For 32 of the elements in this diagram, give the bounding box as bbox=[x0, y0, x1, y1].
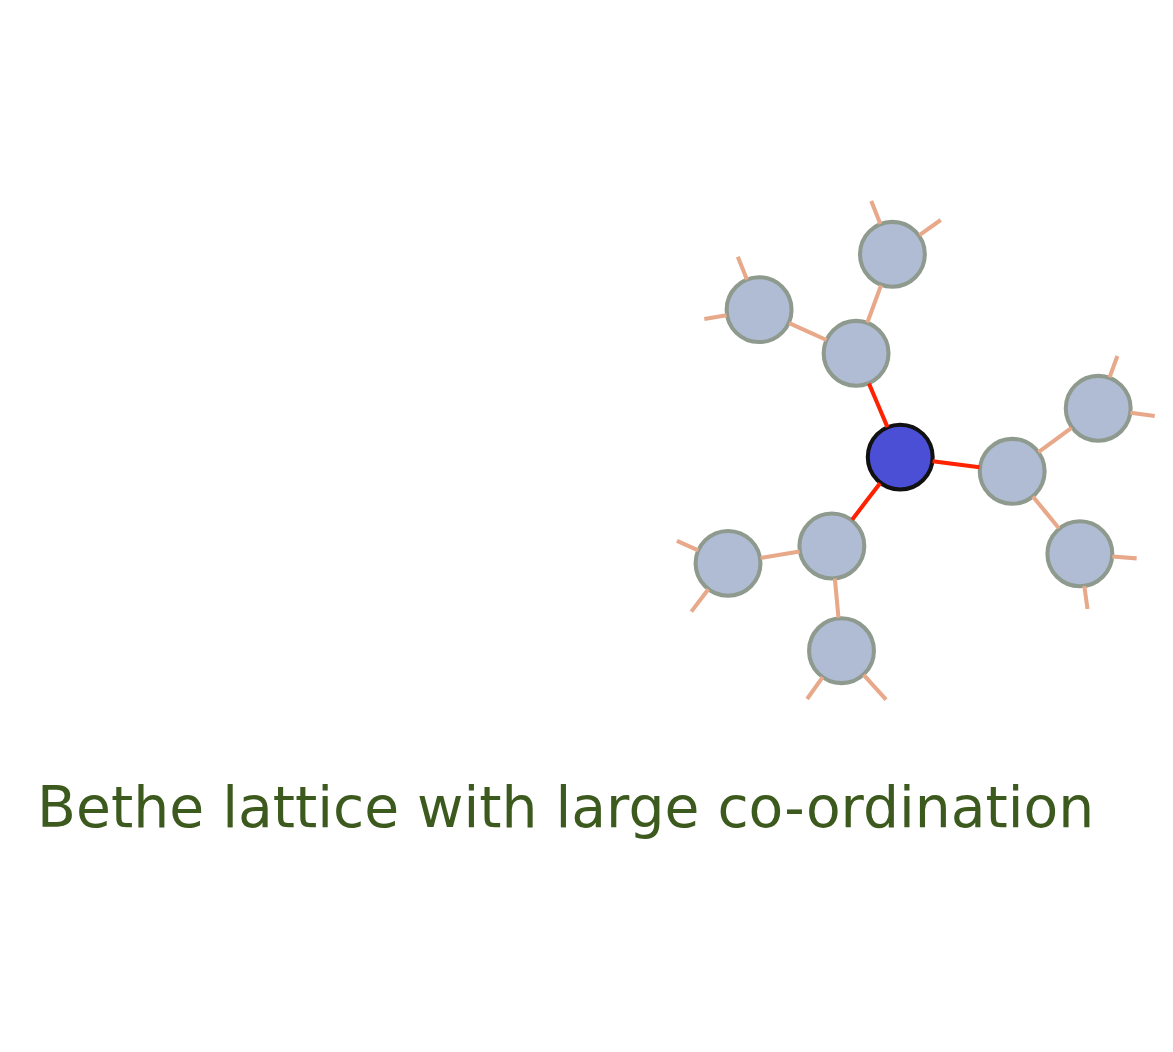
node-circle bbox=[693, 528, 763, 598]
label: Bethe lattice with large co-ordination bbox=[37, 774, 1095, 841]
connector bbox=[869, 200, 883, 225]
node-circle bbox=[807, 616, 876, 686]
connector bbox=[704, 313, 727, 321]
connector bbox=[676, 539, 700, 553]
connector bbox=[735, 256, 749, 281]
connector bbox=[932, 459, 980, 470]
node-circle bbox=[865, 422, 935, 492]
connector bbox=[760, 549, 800, 560]
node-circle bbox=[1063, 373, 1133, 443]
connector bbox=[1082, 585, 1090, 610]
connector bbox=[1037, 426, 1073, 454]
connector bbox=[865, 284, 883, 324]
node-circle bbox=[1045, 519, 1115, 589]
connector bbox=[1130, 410, 1156, 418]
node-circle bbox=[977, 436, 1047, 506]
connector bbox=[832, 578, 841, 618]
connector bbox=[918, 218, 942, 237]
connector bbox=[1107, 355, 1120, 378]
node-circle bbox=[797, 511, 867, 581]
connector bbox=[862, 673, 888, 701]
connector bbox=[788, 321, 828, 342]
connector bbox=[805, 675, 825, 701]
node-circle bbox=[857, 219, 927, 289]
node-circle bbox=[724, 275, 794, 345]
connector bbox=[867, 382, 890, 428]
connector bbox=[1031, 495, 1061, 530]
node-circle bbox=[821, 318, 891, 388]
connector bbox=[1112, 554, 1137, 561]
connector bbox=[850, 482, 882, 521]
connector bbox=[689, 588, 710, 613]
